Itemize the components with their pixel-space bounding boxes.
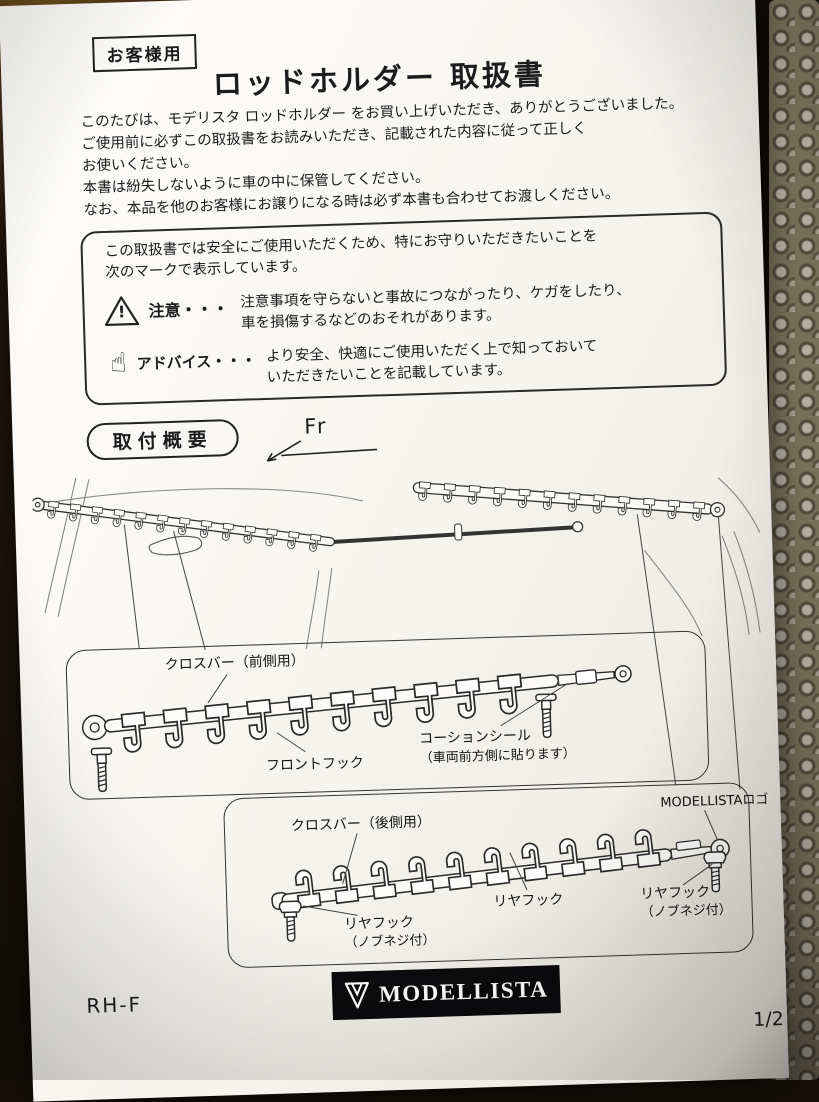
warning-triangle-icon: !: [102, 294, 141, 329]
advice-label: アドバイス・・・: [136, 351, 257, 373]
brand-name: MODELLISTA: [378, 976, 549, 1007]
label-rear-hook: リヤフック: [493, 891, 564, 911]
caution-seal-band: [575, 669, 598, 686]
center-bracket: [453, 523, 463, 541]
front-direction-arrow: [266, 440, 378, 462]
label-modellista-logo: MODELLISTAロゴ: [660, 792, 769, 811]
front-mount-bolt-left: [90, 747, 114, 793]
warning-exclamation: !: [117, 302, 126, 322]
label-rear-hook-knob-right-note: （ノブネジ付）: [640, 902, 732, 921]
rear-hooks-detail: [293, 827, 662, 909]
front-direction-indicator: Fr: [252, 412, 404, 469]
front-direction-label: Fr: [303, 414, 328, 439]
caution-text: 注意事項を守らないと事故につながったり、ケガをしたり、 車を損傷するなどのおそれ…: [240, 280, 631, 334]
manual-page: お客様用 ロッドホルダー 取扱書 このたびは、モデリスタ ロッドホルダー をお買…: [0, 0, 790, 1102]
vehicle-roof-overview-diagram: [31, 477, 761, 649]
bubble-wrap-packaging: [769, 0, 819, 1080]
front-mount-bolt-right: [535, 693, 558, 739]
advice-row: ☝ アドバイス・・・ より安全、快適にご使用いただく上で知っておいて いただきた…: [102, 329, 709, 394]
label-front-hook: フロントフック: [265, 755, 365, 775]
pointing-hand-icon: ☝: [109, 347, 128, 379]
rear-crossbar-detail-box: MODELLISTAロゴ クロスバー（後側用） リヤフック リヤフック （ノブネ…: [222, 781, 769, 969]
section-label-installation-overview: 取付概要: [86, 418, 240, 461]
assist-grip: [148, 535, 203, 556]
safety-notice-box: この取扱書では安全にご使用いただくため、特にお守りいただきたいことを 次のマーク…: [80, 211, 728, 406]
modellista-triangle-icon: [344, 981, 369, 1009]
front-crossbar-detail-box: クロスバー（前側用） フロントフック コーションシール （車両前方側に貼ります）: [65, 630, 710, 801]
front-crossbar-drawing: [81, 665, 632, 793]
front-crossbar-overview: [31, 497, 336, 553]
leader-lines: [207, 674, 568, 753]
safety-intro: この取扱書では安全にご使用いただくため、特にお守りいただきたいことを 次のマーク…: [104, 223, 705, 284]
crossbar-tube-extension: [333, 525, 574, 544]
rear-crossbar-drawing: [271, 810, 730, 943]
modellista-logo: MODELLISTA: [331, 965, 561, 1021]
page-number: 1/2: [752, 1007, 785, 1031]
caution-label: 注意・・・: [148, 299, 229, 321]
caution-row: ! 注意・・・ 注意事項を守らないと事故につながったり、ケガをしたり、 車を損傷…: [100, 274, 707, 339]
label-rear-hook-knob-left-note: （ノブネジ付）: [344, 932, 436, 951]
rear-knob-bolt-left: [278, 900, 303, 943]
model-code: RH-F: [86, 992, 143, 1018]
modellista-logo-plate: [675, 839, 702, 851]
intro-paragraph: このたびは、モデリスタ ロッドホルダー をお買い上げいただき、ありがとうございま…: [80, 91, 747, 222]
cabin-outline-lines: [32, 477, 761, 649]
rear-crossbar-overview: [412, 481, 726, 522]
leader-lines: [303, 810, 718, 916]
advice-text: より安全、快適にご使用いただく上で知っておいて いただきたいことを記載しています…: [266, 337, 598, 389]
tube-end-cap: [571, 521, 584, 533]
